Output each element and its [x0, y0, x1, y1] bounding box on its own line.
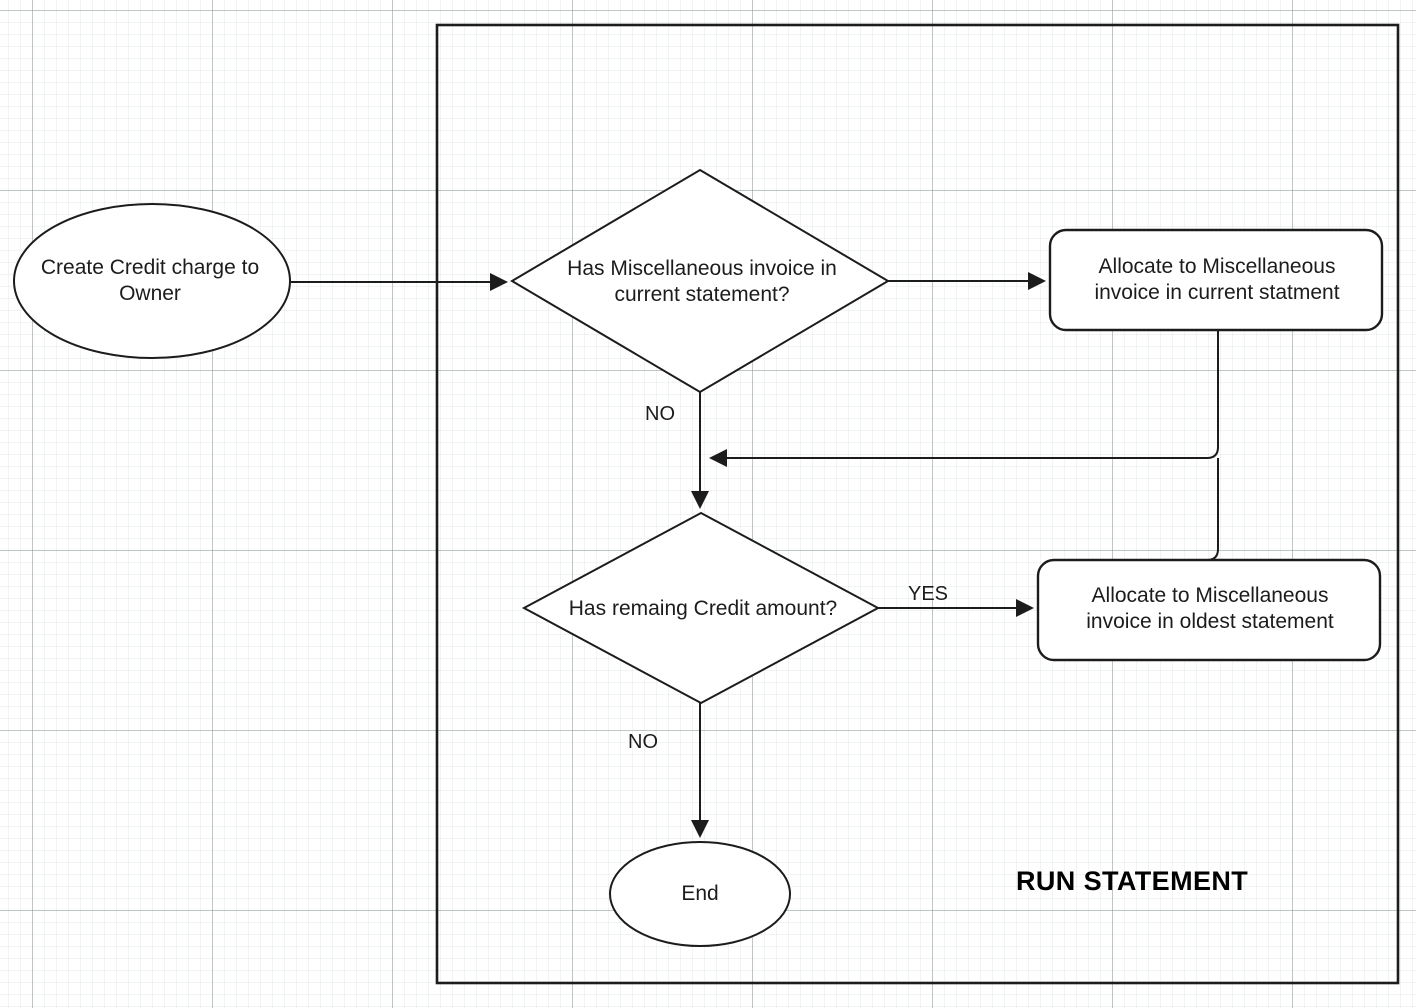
run-statement-container [435, 23, 1400, 985]
edge-box1-to-box2 [1206, 458, 1219, 561]
edge-label-decision2-yes: YES [908, 583, 949, 605]
edge-label-decision2-no: NO [628, 731, 658, 753]
box1-shape[interactable] [1048, 228, 1384, 332]
end-node-shape[interactable] [609, 841, 791, 947]
edge-box1-merge-back [709, 330, 1219, 467]
start-node-shape[interactable] [13, 203, 291, 359]
group-title: RUN STATEMENT [1016, 866, 1249, 896]
decision1-shape[interactable] [510, 168, 890, 394]
edge-label-decision1-no: NO [645, 403, 675, 425]
box2-shape[interactable] [1036, 558, 1382, 662]
decision2-shape[interactable] [521, 511, 881, 705]
